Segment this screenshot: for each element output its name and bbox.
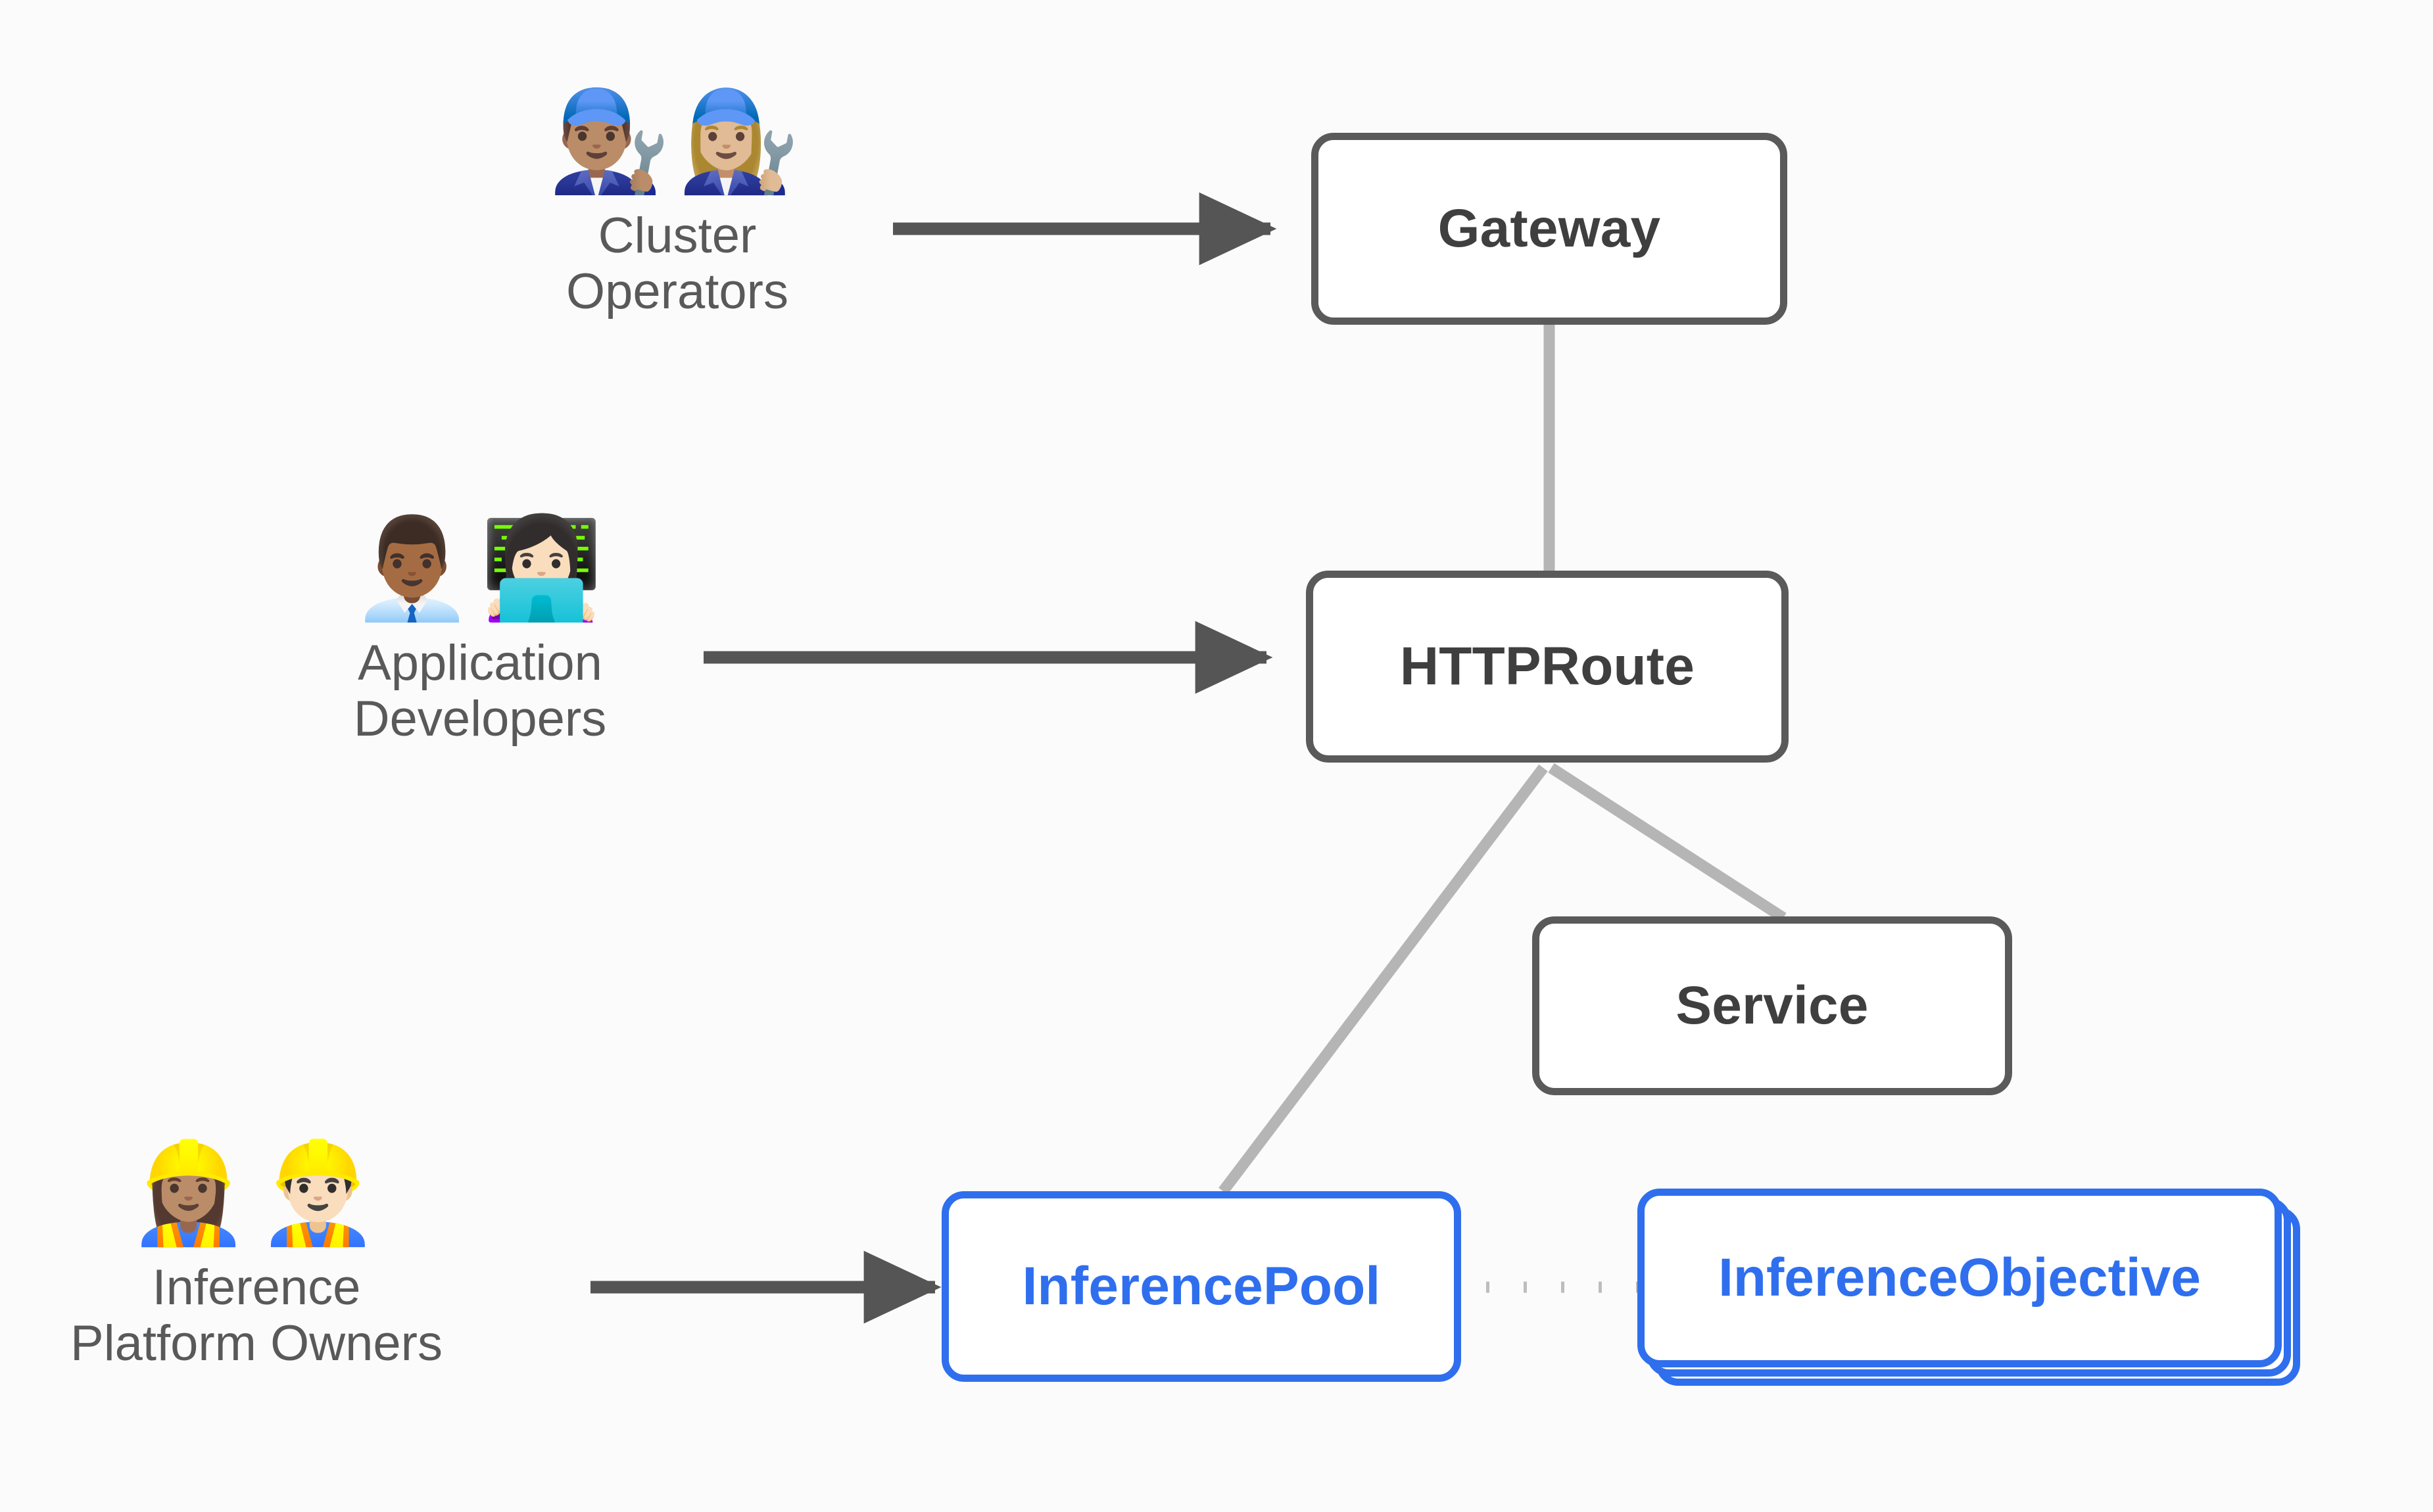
- node-inferenceobjective-label: InferenceObjective: [1718, 1248, 2201, 1308]
- inference-platform-owners-label: Inference Platform Owners: [70, 1260, 443, 1372]
- cluster-operators-label: Cluster Operators: [566, 208, 788, 320]
- inferenceobjective-card-front: InferenceObjective: [1637, 1189, 2282, 1367]
- inference-platform-owners-emoji: 👷🏽‍♀️👷🏻‍♂️: [127, 1136, 386, 1250]
- node-inferencepool-label: InferencePool: [1022, 1256, 1381, 1316]
- node-service-label: Service: [1675, 976, 1869, 1035]
- node-httproute-label: HTTPRoute: [1399, 636, 1695, 696]
- node-gateway-label: Gateway: [1437, 199, 1661, 258]
- edge-httproute-service: [1548, 763, 1787, 923]
- actor-cluster-operators: 👨🏽‍🔧👩🏼‍🔧 Cluster Operators: [473, 92, 881, 319]
- actor-inference-platform-owners: 👷🏽‍♀️👷🏻‍♂️ Inference Platform Owners: [0, 1144, 526, 1371]
- application-developers-label: Application Developers: [353, 635, 607, 747]
- cluster-operators-emoji: 👨🏽‍🔧👩🏼‍🔧: [548, 84, 807, 199]
- node-gateway[interactable]: Gateway: [1311, 133, 1787, 325]
- actor-application-developers: 👨🏾‍💼👩🏻‍💻 Application Developers: [263, 519, 697, 747]
- node-service[interactable]: Service: [1532, 916, 2012, 1095]
- node-inferencepool[interactable]: InferencePool: [942, 1191, 1461, 1382]
- edge-httproute-inferencepool: [1218, 764, 1548, 1195]
- node-httproute[interactable]: HTTPRoute: [1306, 571, 1789, 763]
- application-developers-emoji: 👨🏾‍💼👩🏻‍💻: [350, 511, 610, 626]
- node-inferenceobjective[interactable]: InferenceObjective: [1637, 1189, 2307, 1392]
